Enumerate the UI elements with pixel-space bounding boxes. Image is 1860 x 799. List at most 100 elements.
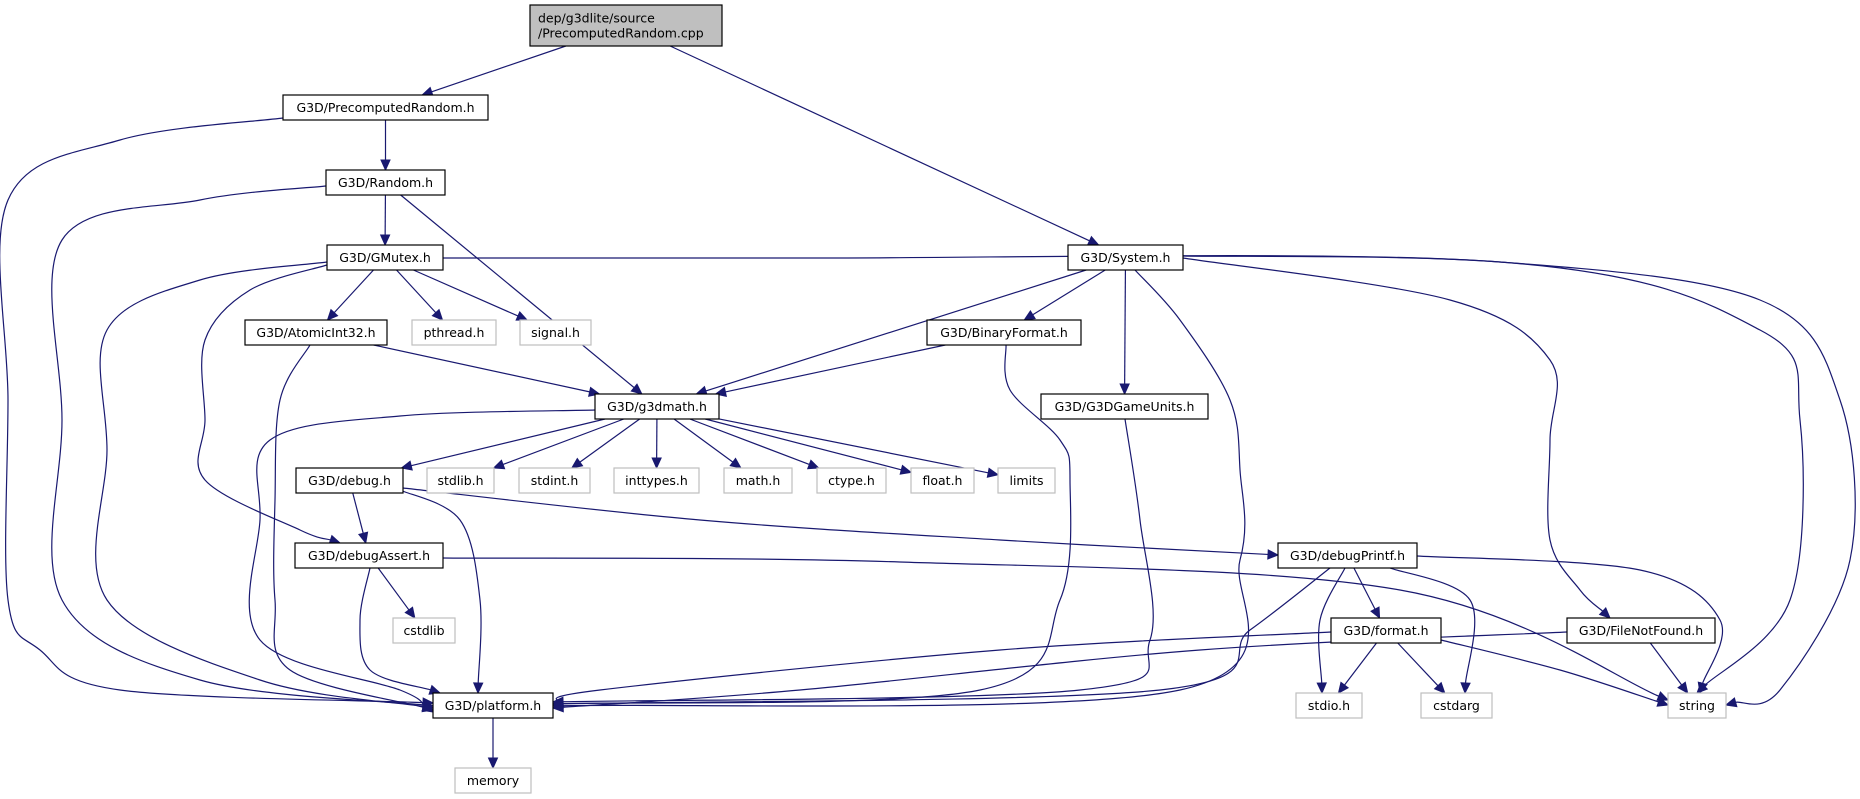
node-precomputed-random-h[interactable]: G3D/PrecomputedRandom.h (282, 94, 489, 121)
edge-g3dmath-h-to-ctype-h (689, 418, 820, 470)
node-box (1330, 617, 1442, 644)
edge-line (555, 631, 1332, 704)
edge-line (377, 567, 410, 611)
arrowhead-icon (1086, 235, 1100, 246)
edge-line (51, 185, 424, 706)
node-debugassert-h[interactable]: G3D/debugAssert.h (294, 542, 444, 569)
edge-line (1353, 567, 1376, 610)
arrowhead-icon (1460, 682, 1471, 695)
node-label: signal.h (531, 325, 580, 340)
node-cstdarg: cstdarg (1420, 692, 1493, 719)
node-root[interactable]: dep/g3dlite/source/PrecomputedRandom.cpp (529, 4, 723, 47)
node-box (997, 467, 1056, 494)
edge-line (411, 418, 606, 467)
node-binaryformat-h[interactable]: G3D/BinaryFormat.h (926, 319, 1082, 346)
node-box (613, 467, 700, 494)
node-box (1277, 542, 1418, 569)
node-label: G3D/debugPrintf.h (1290, 548, 1405, 563)
node-label: memory (467, 773, 520, 788)
edge-platform-h-to-memory (487, 718, 499, 770)
node-label: G3D/format.h (1343, 623, 1428, 638)
node-filenotfound-h[interactable]: G3D/FileNotFound.h (1566, 617, 1716, 644)
edge-system-h-to-g3dgameunits-h (1119, 269, 1130, 396)
node-label: stdlib.h (437, 473, 483, 488)
node-box (244, 319, 388, 346)
node-atomicint32-h[interactable]: G3D/AtomicInt32.h (244, 319, 388, 346)
node-gmutex-h[interactable]: G3D/GMutex.h (326, 244, 444, 271)
node-float-h: float.h (910, 467, 975, 494)
node-math-h: math.h (723, 467, 793, 494)
node-random-h[interactable]: G3D/Random.h (325, 169, 446, 196)
edge-line (0, 117, 424, 704)
arrowhead-icon (651, 457, 662, 470)
edge-binaryformat-h-to-g3dmath-h (714, 344, 946, 397)
arrowhead-icon (1316, 682, 1327, 695)
edge-line (373, 344, 590, 393)
arrowhead-icon (379, 234, 391, 247)
arrowhead-icon (400, 460, 413, 471)
node-g3dgameunits-h[interactable]: G3D/G3DGameUnits.h (1040, 393, 1209, 420)
node-format-h[interactable]: G3D/format.h (1330, 617, 1442, 644)
node-label: cstdlib (403, 623, 444, 638)
edge-debugassert-h-to-cstdlib (377, 567, 416, 619)
arrowhead-icon (472, 682, 484, 695)
edge-line (579, 418, 641, 463)
node-pthread-h: pthread.h (411, 319, 497, 346)
edge-line (359, 567, 431, 691)
node-label: dep/g3dlite/source (538, 11, 655, 26)
edge-line (1416, 555, 1723, 684)
arrowhead-icon (487, 757, 499, 770)
node-label: cstdarg (1433, 698, 1480, 713)
node-box (326, 244, 444, 271)
edge-format-h-to-stdio-h (1337, 642, 1377, 694)
edge-line (413, 269, 519, 317)
edge-line (1317, 567, 1346, 684)
node-label: inttypes.h (625, 473, 688, 488)
edge-line (402, 487, 1269, 556)
edge-line (1389, 567, 1476, 684)
arrowhead-icon (630, 383, 643, 395)
edge-debugprintf-h-to-platform-h (551, 567, 1331, 710)
arrowhead-icon (1267, 549, 1280, 560)
node-box (295, 467, 404, 494)
edge-gmutex-h-to-signal-h (413, 269, 529, 321)
node-box (294, 542, 444, 569)
node-label: /PrecomputedRandom.cpp (538, 26, 704, 41)
arrowhead-icon (431, 308, 444, 321)
node-label: stdint.h (531, 473, 579, 488)
edge-line (1182, 255, 1856, 705)
edge-g3dmath-h-to-stdint-h (570, 418, 641, 469)
node-box (910, 467, 975, 494)
edge-g3dmath-h-to-debug-h (400, 418, 606, 471)
edge-debugassert-h-to-string (442, 557, 1670, 701)
edge-line (1397, 642, 1439, 687)
edge-line (442, 254, 1804, 687)
edge-precomputed-random-h-to-platform-h (0, 117, 435, 708)
arrowhead-icon (358, 531, 369, 545)
edge-gmutex-h-to-pthread-h (396, 269, 444, 321)
arrowhead-icon (326, 308, 339, 321)
edge-g3dmath-h-to-math-h (673, 418, 742, 469)
node-debug-h[interactable]: G3D/debug.h (295, 467, 404, 494)
arrowhead-icon (899, 464, 913, 475)
node-system-h[interactable]: G3D/System.h (1067, 244, 1184, 271)
node-box (411, 319, 497, 346)
node-box (816, 467, 887, 494)
edge-g3dmath-h-to-platform-h (248, 409, 596, 713)
node-platform-h[interactable]: G3D/platform.h (432, 692, 554, 719)
edge-line (705, 418, 902, 471)
node-box (529, 4, 723, 47)
edge-system-h-to-binaryformat-h (1023, 269, 1106, 321)
edge-line (718, 418, 989, 474)
node-debugprintf-h[interactable]: G3D/debugPrintf.h (1277, 542, 1418, 569)
arrowhead-icon (421, 701, 435, 713)
node-box (723, 467, 793, 494)
node-box (1067, 244, 1184, 271)
arrowhead-icon (551, 701, 564, 713)
edge-debugprintf-h-to-cstdarg (1389, 567, 1476, 695)
node-g3dmath-h[interactable]: G3D/g3dmath.h (594, 393, 720, 420)
edge-precomputed-random-h-to-random-h (380, 120, 391, 172)
edge-line (1032, 269, 1106, 316)
edge-g3dmath-h-to-stdlib-h (492, 418, 625, 470)
edge-line (197, 264, 331, 541)
